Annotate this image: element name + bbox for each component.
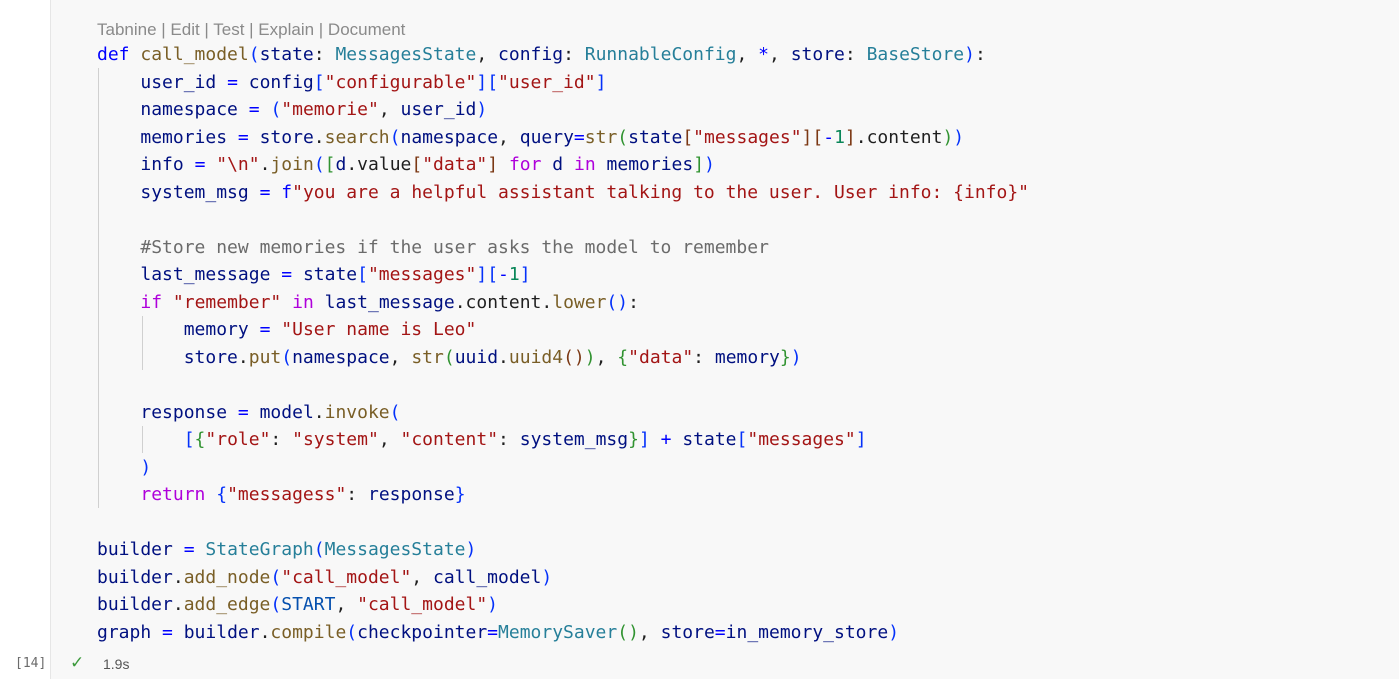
code-line[interactable] (97, 206, 1029, 234)
code-line[interactable]: builder.add_node("call_model", call_mode… (97, 566, 553, 588)
indent-guide (142, 426, 143, 453)
code-line[interactable]: graph = builder.compile(checkpointer=Mem… (97, 621, 900, 643)
code-line[interactable]: namespace = ("memorie", user_id) (140, 99, 488, 120)
code-cell[interactable] (50, 0, 1399, 679)
code-line[interactable]: ) (140, 456, 152, 478)
execution-count: [14] (15, 656, 47, 671)
code-line[interactable]: info = "\n".join([d.value["data"] for d … (140, 154, 715, 175)
code-line[interactable] (97, 371, 1029, 399)
code-line[interactable]: system_msg = f"you are a helpful assista… (140, 181, 1030, 203)
left-gutter (0, 0, 50, 691)
code-line[interactable]: [{"role": "system", "content": system_ms… (183, 429, 867, 450)
code-line[interactable]: return {"messagess": response} (140, 484, 466, 505)
check-icon: ✓ (70, 653, 85, 672)
cell-status-bar: [14] ✓ 1.9s (0, 652, 200, 676)
code-line[interactable]: builder = StateGraph(MessagesState) (97, 539, 477, 560)
code-line[interactable]: memories = store.search(namespace, query… (140, 126, 965, 148)
tabnine-codelens[interactable]: Tabnine | Edit | Test | Explain | Docume… (97, 20, 406, 39)
indent-guide (98, 68, 99, 508)
execution-time: 1.9s (103, 656, 130, 672)
code-line[interactable]: #Store new memories if the user asks the… (140, 236, 769, 258)
code-line[interactable]: if "remember" in last_message.content.lo… (140, 291, 639, 313)
code-line[interactable]: last_message = state["messages"][-1] (140, 264, 531, 285)
cell-separator (0, 679, 1399, 691)
code-line[interactable]: response = model.invoke( (140, 401, 401, 423)
code-line[interactable]: builder.add_edge(START, "call_model") (97, 594, 499, 615)
code-line[interactable]: memory = "User name is Leo" (183, 319, 477, 340)
code-line[interactable]: def call_model(state: MessagesState, con… (97, 44, 986, 65)
code-line[interactable]: store.put(namespace, str(uuid.uuid4()), … (183, 346, 802, 368)
indent-guide (142, 316, 143, 370)
code-line[interactable]: user_id = config["configurable"]["user_i… (140, 71, 607, 93)
code-line[interactable] (97, 509, 1029, 537)
code-editor[interactable]: def call_model(state: MessagesState, con… (97, 41, 1029, 646)
